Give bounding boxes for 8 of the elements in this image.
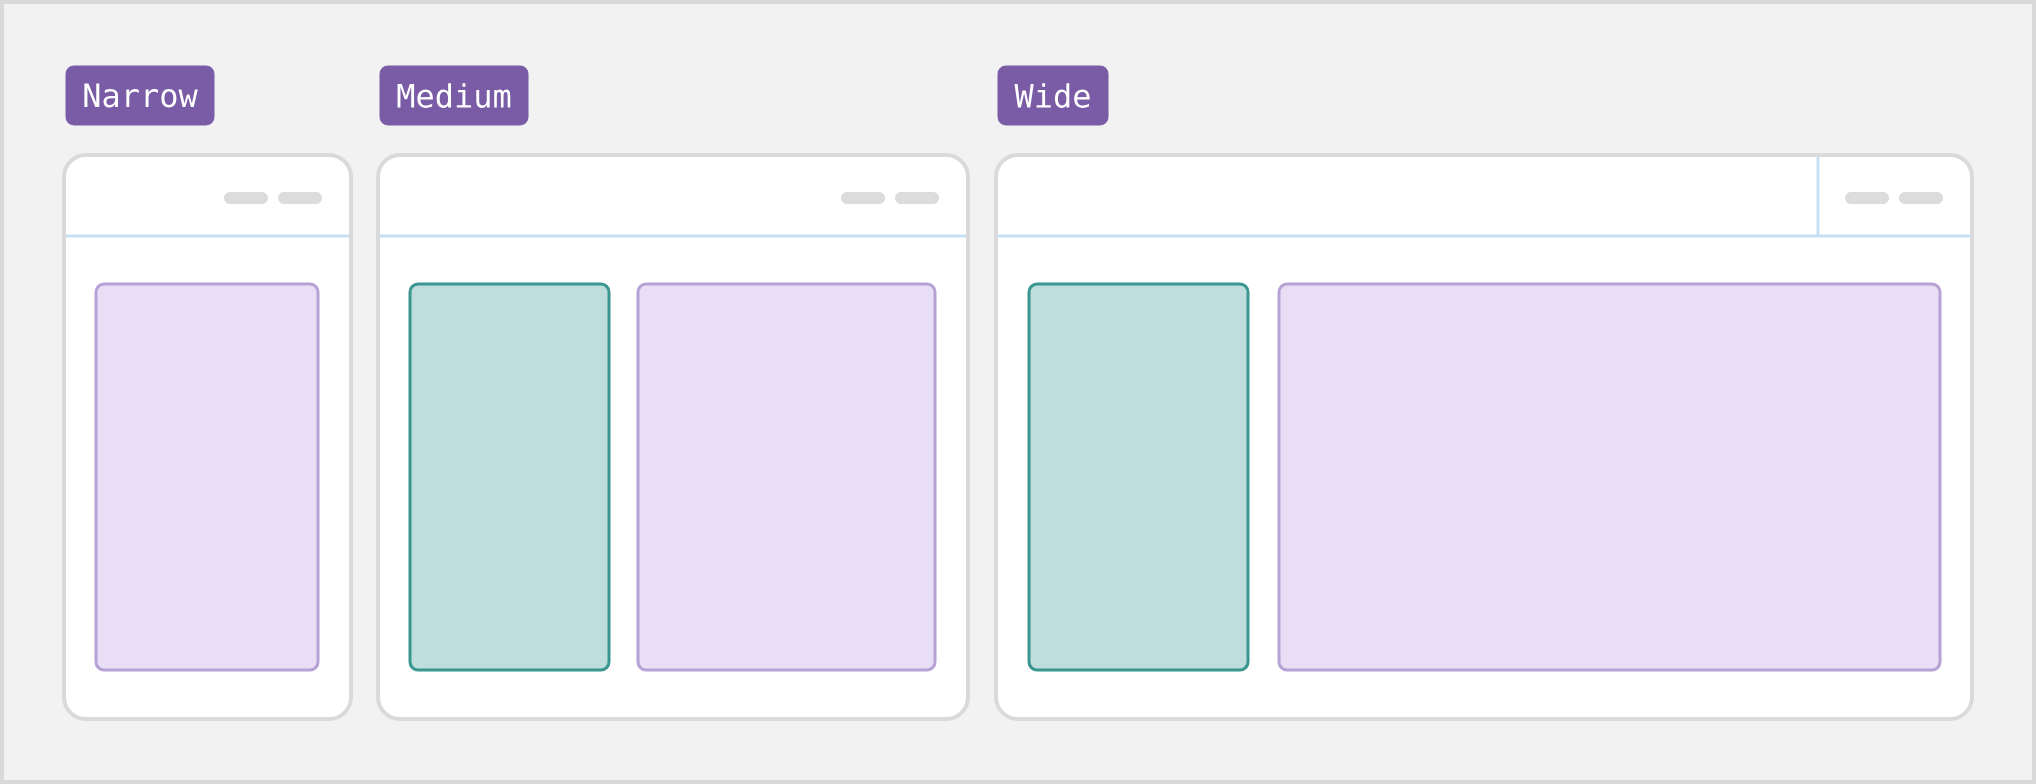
sidebar-panel: [408, 282, 611, 672]
content-panel: [1277, 282, 1942, 672]
size-tag: Wide: [997, 65, 1109, 126]
content-panel: [94, 282, 320, 672]
size-tag: Narrow: [65, 65, 215, 126]
size-tag: Medium: [379, 65, 529, 126]
sidebar-panel: [1027, 282, 1250, 672]
content-panel: [636, 282, 937, 672]
